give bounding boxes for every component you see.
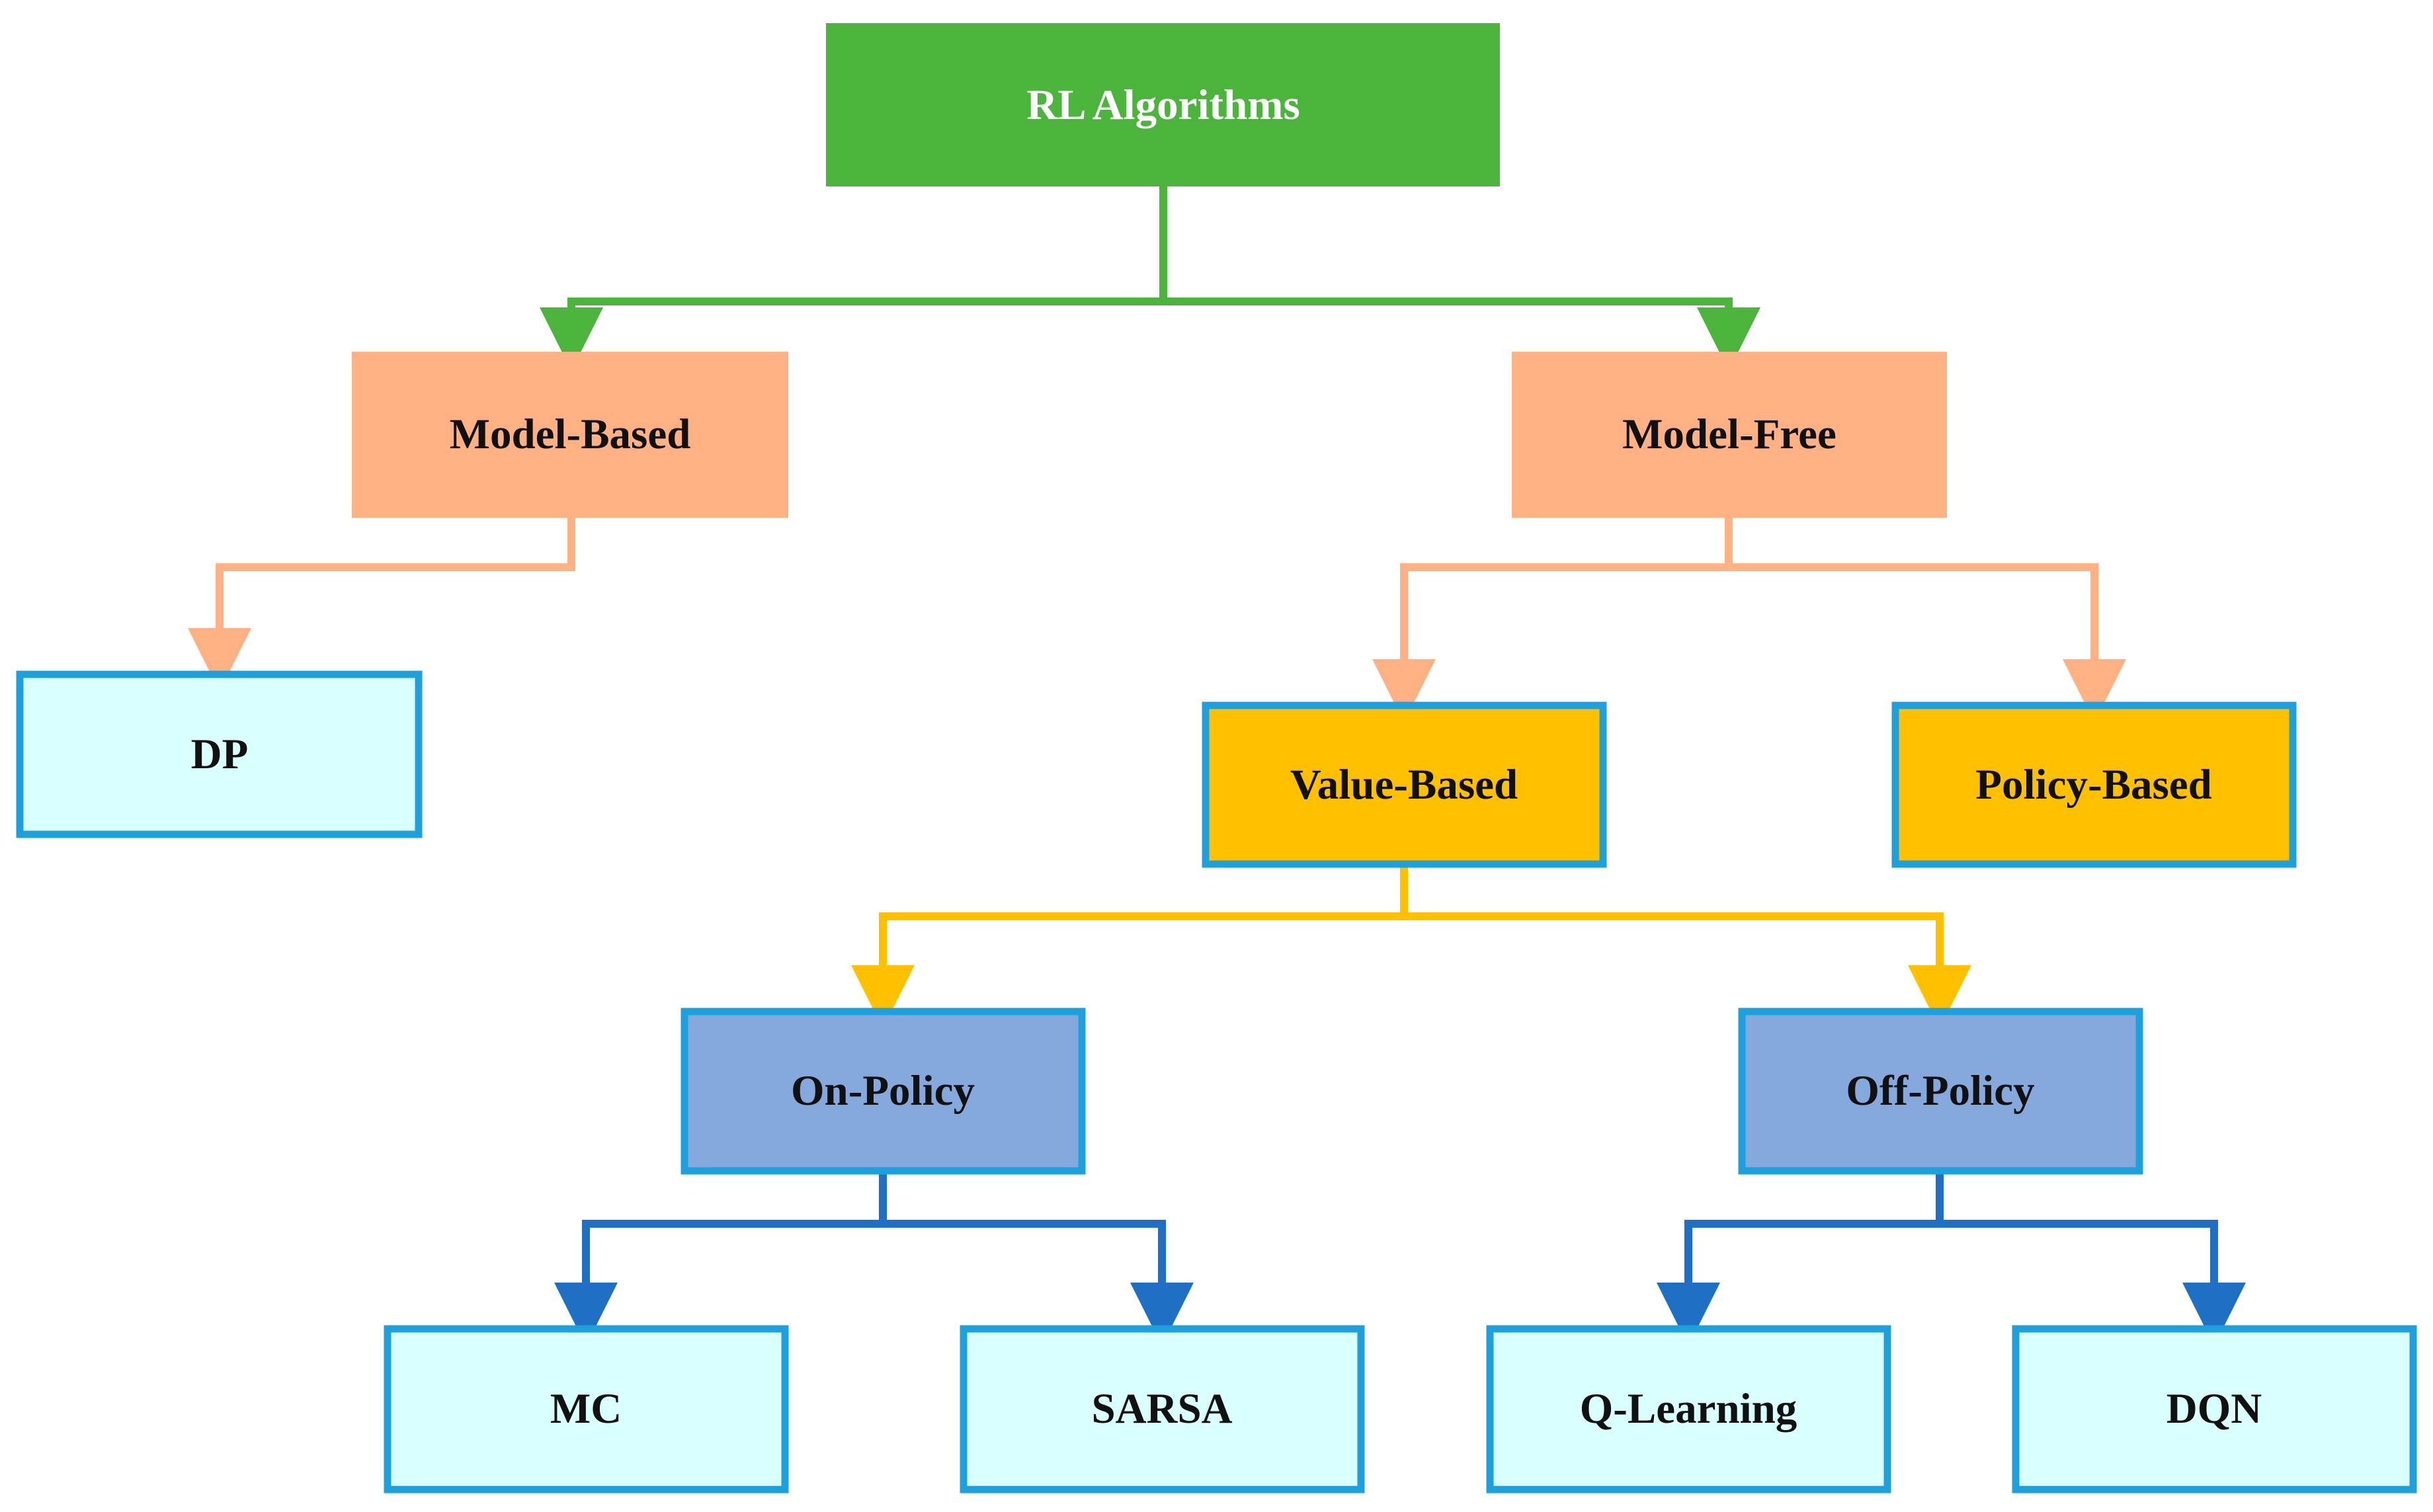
node-mc: MC xyxy=(384,1325,789,1493)
node-box xyxy=(384,1325,789,1493)
node-box xyxy=(1486,1325,1891,1493)
edge-rl-to-model-free xyxy=(1163,298,1760,371)
edge-model-free-to-policy-based xyxy=(1729,563,2126,723)
node-box xyxy=(960,1325,1365,1493)
node-box xyxy=(352,352,788,518)
node-label: On-Policy xyxy=(791,1067,975,1115)
node-box xyxy=(2012,1325,2417,1493)
edge-off-policy-to-q-learning xyxy=(1657,1171,1944,1346)
connector-model-based xyxy=(188,518,575,692)
node-dp: DP xyxy=(16,670,423,838)
node-value-based: Value-Based xyxy=(1202,701,1607,868)
node-model-based: Model-Based xyxy=(352,352,788,518)
edge-model-based-to-dp xyxy=(188,518,575,692)
node-box xyxy=(16,670,423,838)
node-rl-algorithms: RL Algorithms xyxy=(826,23,1500,186)
node-label: DQN xyxy=(2166,1385,2262,1433)
edge-model-free-to-value-based xyxy=(1372,518,1733,723)
node-policy-based: Policy-Based xyxy=(1891,701,2297,868)
node-label: MC xyxy=(550,1385,622,1433)
node-box xyxy=(826,23,1500,186)
node-on-policy: On-Policy xyxy=(680,1008,1086,1175)
node-label: RL Algorithms xyxy=(1026,81,1300,129)
node-box xyxy=(680,1008,1086,1175)
edge-value-based-to-on-policy xyxy=(851,864,1408,1029)
node-q-learning: Q-Learning xyxy=(1486,1325,1891,1493)
edge-value-based-to-off-policy xyxy=(1404,912,1971,1029)
node-box xyxy=(1738,1008,2143,1175)
edge-off-policy-to-dqn xyxy=(1940,1220,2246,1346)
node-label: Policy-Based xyxy=(1975,761,2211,809)
node-label: Off-Policy xyxy=(1846,1067,2034,1115)
edge-on-policy-to-sarsa xyxy=(883,1220,1194,1346)
node-box xyxy=(1202,701,1607,868)
node-label: Model-Based xyxy=(450,411,691,458)
connector-value-based xyxy=(851,864,1971,1029)
connector-off-policy xyxy=(1657,1171,2246,1346)
node-box xyxy=(1512,352,1947,518)
node-sarsa: SARSA xyxy=(960,1325,1365,1493)
node-label: Model-Free xyxy=(1622,411,1836,458)
node-label: DP xyxy=(191,731,249,778)
edge-rl-to-model-based xyxy=(540,186,1167,371)
node-off-policy: Off-Policy xyxy=(1738,1008,2143,1175)
connector-root xyxy=(540,186,1760,371)
node-label: Q-Learning xyxy=(1580,1385,1797,1433)
node-model-free: Model-Free xyxy=(1512,352,1947,518)
connector-model-free xyxy=(1372,518,2126,723)
node-dqn: DQN xyxy=(2012,1325,2417,1493)
node-label: SARSA xyxy=(1091,1385,1232,1433)
node-box xyxy=(1891,701,2297,868)
connector-on-policy xyxy=(554,1171,1194,1346)
edge-on-policy-to-mc xyxy=(554,1171,887,1346)
node-label: Value-Based xyxy=(1290,761,1518,809)
